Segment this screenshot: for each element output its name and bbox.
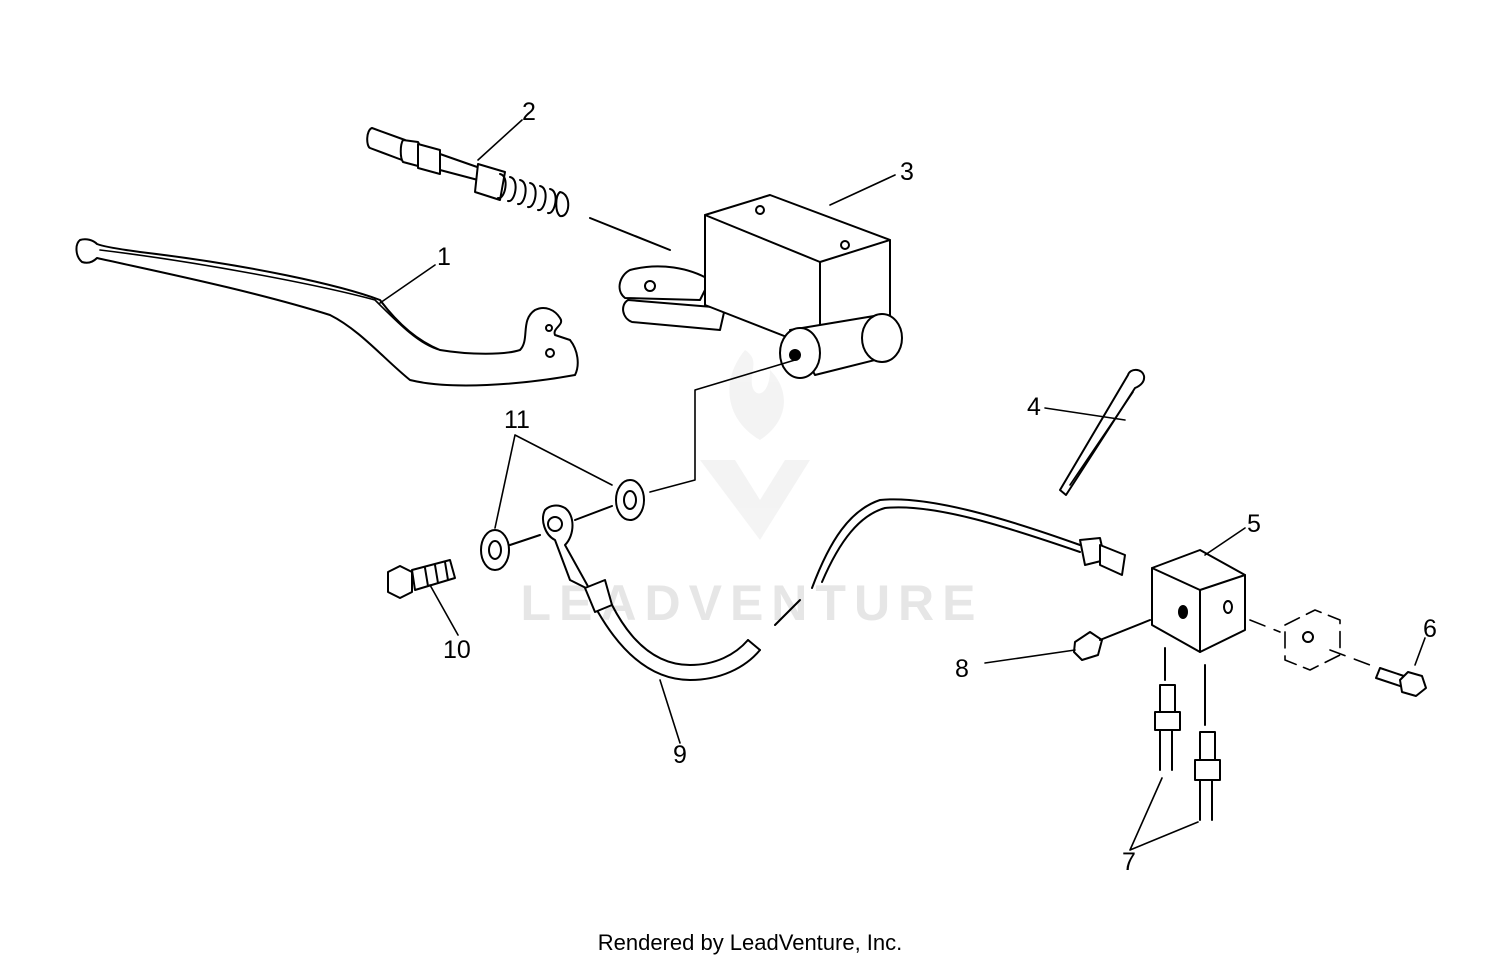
part-6-bolt[interactable] [1375, 667, 1427, 697]
callout-4: 4 [1027, 393, 1041, 421]
callout-leaders [379, 119, 1426, 851]
callout-5: 5 [1247, 510, 1261, 538]
rendered-by-footer: Rendered by LeadVenture, Inc. [597, 930, 903, 955]
part-1-brake-lever[interactable] [75, 238, 579, 387]
callout-1: 1 [437, 243, 451, 271]
mounting-plate [1249, 609, 1371, 671]
part-8-fitting[interactable] [1073, 619, 1151, 661]
callout-9: 9 [673, 741, 687, 769]
part-2-piston-spring[interactable] [366, 127, 671, 251]
part-7-brake-lines[interactable] [1154, 647, 1221, 821]
watermark-text: LEADVENTURE [520, 575, 983, 631]
callout-6: 6 [1423, 615, 1437, 643]
part-3-master-cylinder[interactable] [618, 194, 903, 379]
assembly-leader-line [649, 359, 796, 493]
part-10-banjo-bolt[interactable] [387, 559, 456, 599]
callout-8: 8 [955, 655, 969, 683]
callout-10: 10 [443, 636, 471, 664]
part-5-junction-block[interactable] [1151, 549, 1246, 653]
callout-labels: 1 2 3 4 5 6 7 8 9 10 11 [437, 98, 1437, 876]
part-9-brake-hose[interactable] [542, 498, 1126, 681]
callout-2: 2 [522, 98, 536, 126]
callout-11: 11 [504, 406, 530, 434]
callout-3: 3 [900, 158, 914, 186]
watermark-logo [700, 350, 810, 540]
part-4-cable-tie[interactable] [1059, 368, 1146, 496]
part-11-crush-washers[interactable] [480, 479, 645, 571]
callout-7: 7 [1122, 848, 1136, 876]
spring-coils [497, 173, 570, 217]
